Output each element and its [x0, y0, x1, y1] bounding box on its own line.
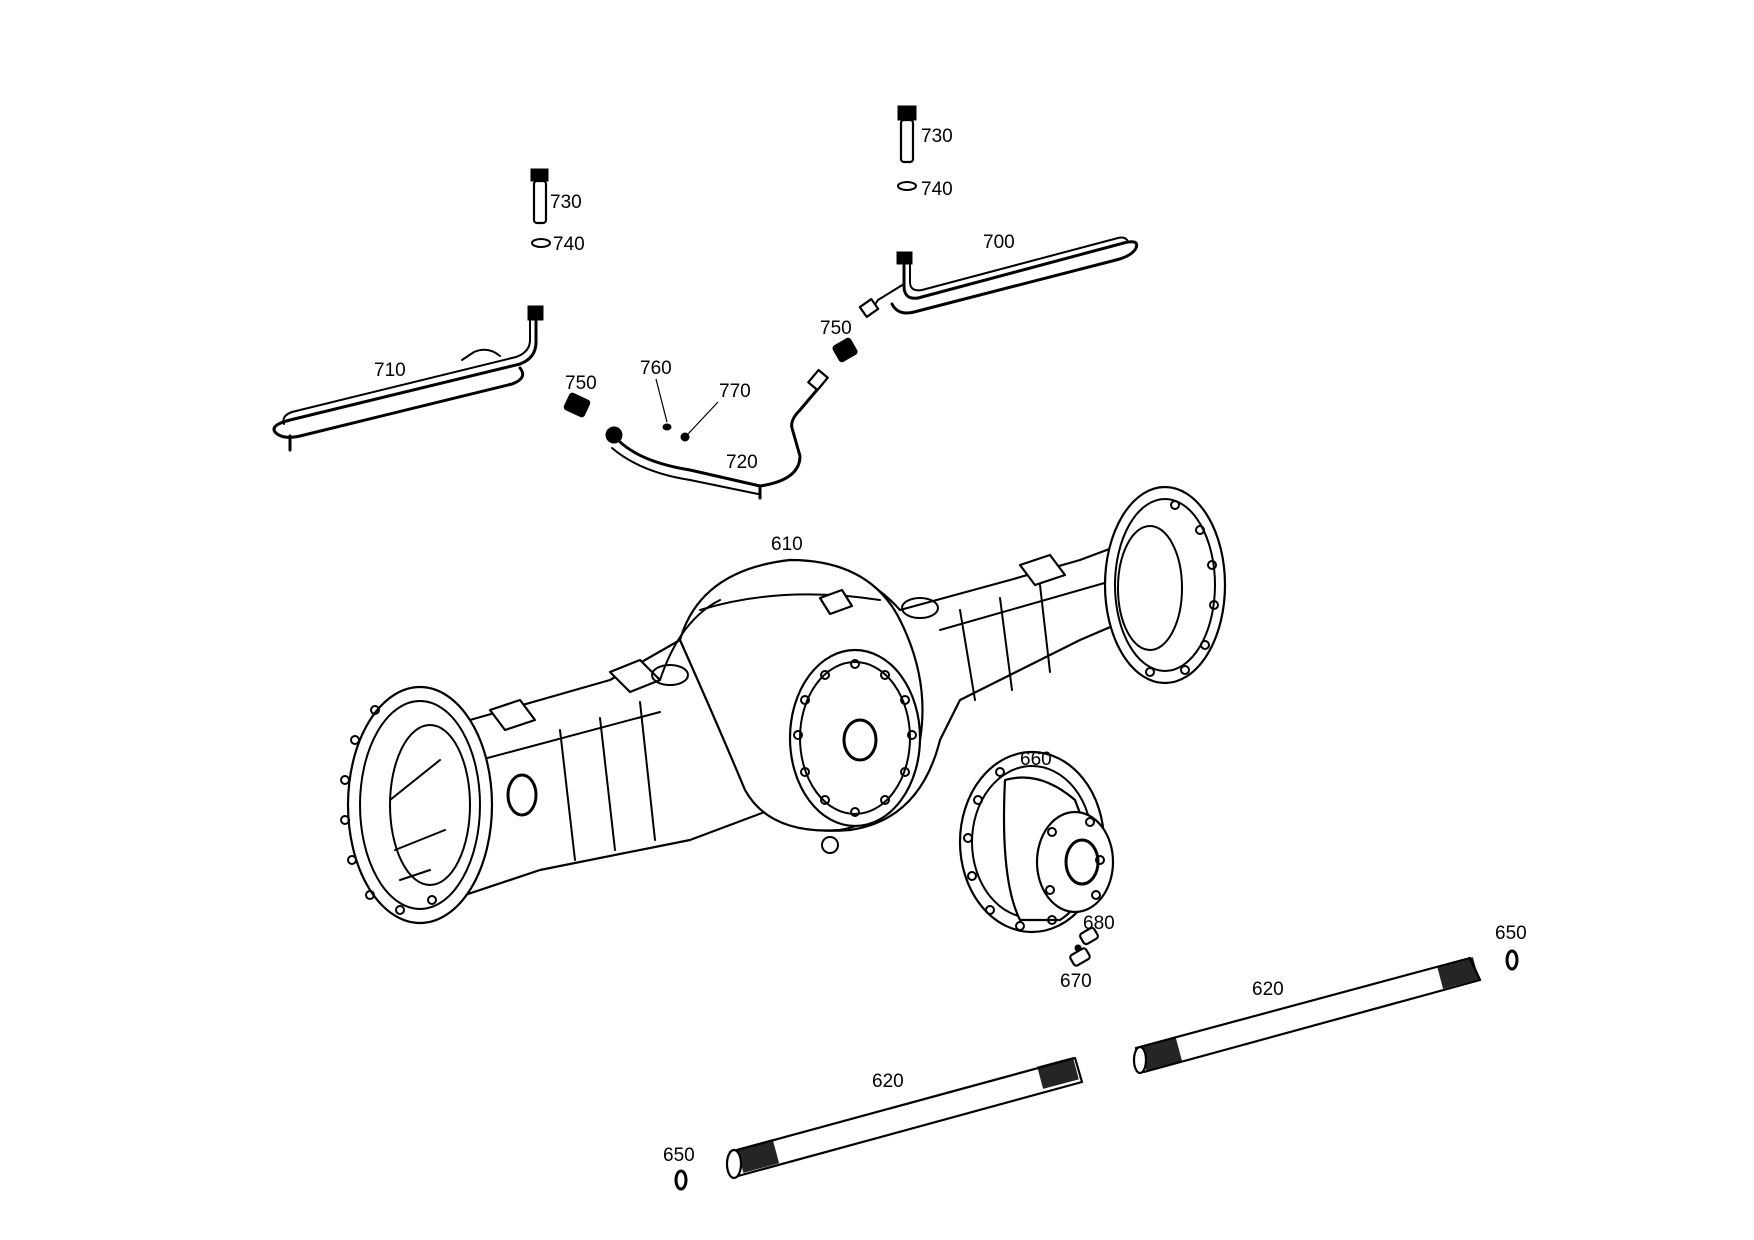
- part-620-right-shaft: [1132, 956, 1482, 1075]
- part-710-pipe: [272, 305, 544, 452]
- part-770-small-part: [680, 432, 690, 442]
- part-650-right-ring: [1505, 949, 1519, 971]
- label-770: 770: [719, 381, 751, 402]
- part-720-pipe: [605, 368, 829, 500]
- label-650-right: 650: [1495, 923, 1527, 944]
- part-730-right-bolt: [897, 105, 917, 164]
- part-740-left-washer: [531, 238, 551, 248]
- label-620-right: 620: [1252, 979, 1284, 1000]
- part-680-pin: [1079, 926, 1099, 946]
- label-680: 680: [1083, 913, 1115, 934]
- callout-labels: 610 620 620 650 650 660 670 680 700 710 …: [374, 126, 1527, 1166]
- part-760-small-part: [662, 423, 672, 431]
- label-740-right: 740: [921, 179, 953, 200]
- part-620-left-shaft: [725, 1056, 1084, 1180]
- label-670: 670: [1060, 971, 1092, 992]
- label-730-right: 730: [921, 126, 953, 147]
- part-650-left-ring: [674, 1169, 688, 1191]
- label-620-left: 620: [872, 1071, 904, 1092]
- label-760: 760: [640, 358, 672, 379]
- right-flange-teeth: [1145, 500, 1219, 677]
- label-710: 710: [374, 360, 406, 381]
- part-740-right-washer: [897, 181, 917, 191]
- label-750-left: 750: [565, 373, 597, 394]
- hub-bolt-holes: [963, 767, 1105, 931]
- leader-lines: [655, 378, 719, 435]
- label-700: 700: [983, 232, 1015, 253]
- label-610: 610: [771, 534, 803, 555]
- left-flange-teeth: [340, 705, 437, 915]
- part-750-right-fitting: [832, 337, 858, 363]
- cover-bolt-holes: [793, 659, 917, 817]
- label-740-left: 740: [553, 234, 585, 255]
- label-750-right: 750: [820, 318, 852, 339]
- label-650-left: 650: [663, 1145, 695, 1166]
- label-720: 720: [726, 452, 758, 473]
- part-700-pipe: [858, 236, 1139, 319]
- label-660: 660: [1020, 749, 1052, 770]
- part-670-pin: [1069, 944, 1091, 967]
- part-730-left-bolt: [530, 168, 549, 225]
- part-750-left-fitting: [563, 392, 591, 418]
- part-660-hub: [958, 750, 1115, 934]
- label-730-left: 730: [550, 192, 582, 213]
- part-610-axle-housing: [340, 485, 1227, 925]
